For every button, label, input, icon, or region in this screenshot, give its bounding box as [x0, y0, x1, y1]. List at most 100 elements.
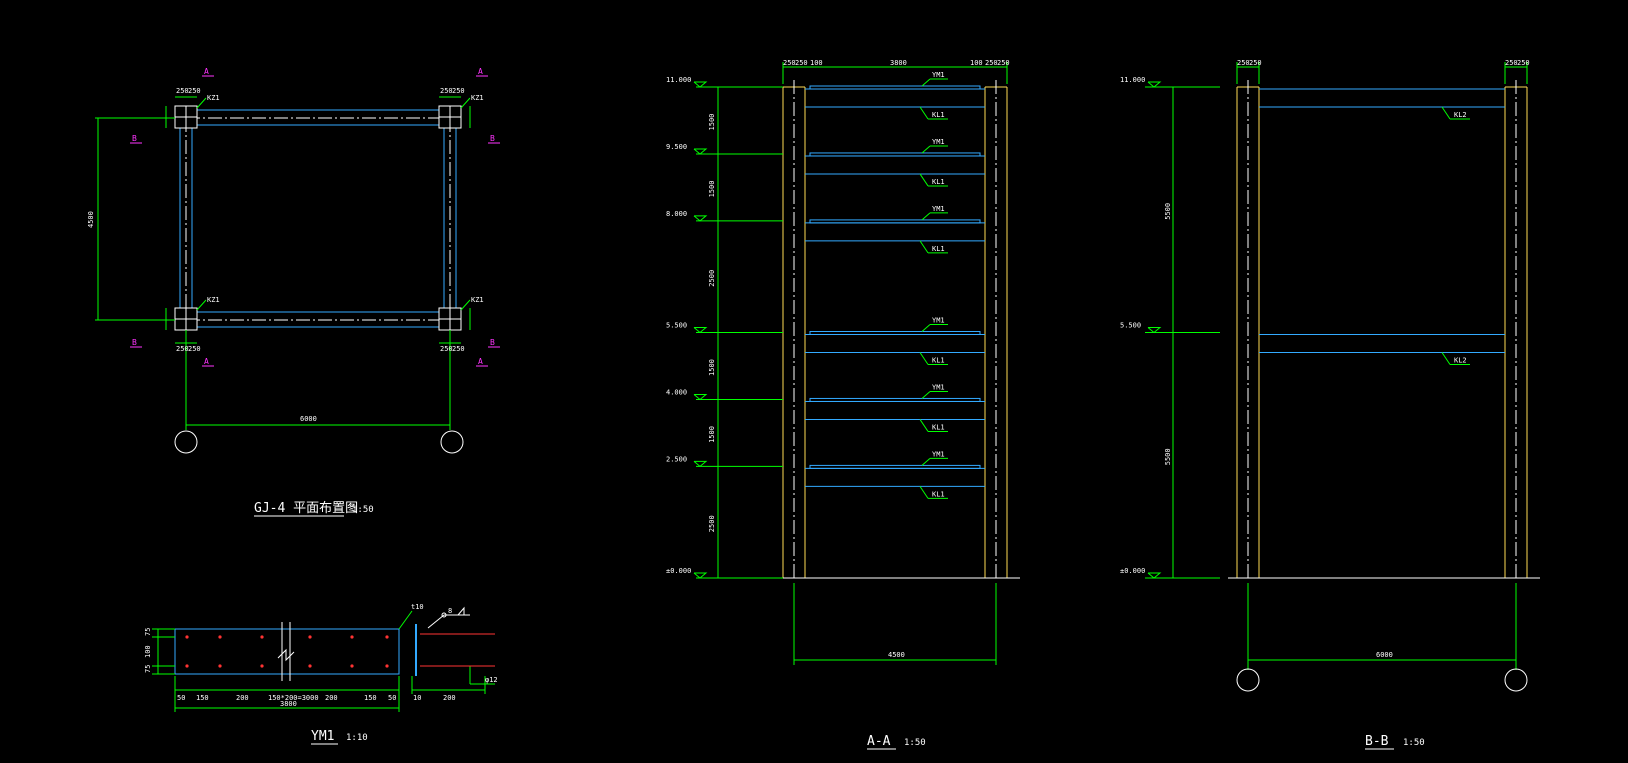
- section-mark-a-tr: A: [478, 67, 483, 76]
- level-triangle: [1147, 81, 1162, 88]
- plan-col-label-2: KZ1: [471, 94, 484, 102]
- plan-scale: 1:50: [352, 505, 374, 515]
- aa-dimensions: [717, 62, 1008, 665]
- spacing-dim: 2500: [708, 270, 716, 287]
- plan-view: A A A A B B B B 6000 4500 250 250 250 25…: [87, 67, 500, 517]
- level-triangle: [693, 460, 708, 468]
- level-triangle: [693, 81, 708, 88]
- beam-label: KL1: [932, 423, 945, 431]
- beam-leader: [919, 106, 929, 120]
- ym1-right-dim-2: 200: [443, 694, 456, 702]
- ym1-weld-label: 8: [448, 607, 452, 615]
- ym1-plate: [174, 628, 400, 675]
- spacing-dim: 2500: [708, 515, 716, 532]
- ym1-weld-symbol: [427, 606, 470, 629]
- embed-plate: [809, 219, 981, 224]
- plate-leader: [921, 324, 931, 332]
- plan-coldim-8: 250: [452, 345, 465, 353]
- ym1-dim-7: 50: [388, 694, 396, 702]
- beam-label: KL1: [932, 357, 945, 365]
- ym1-total-dim: 3800: [280, 700, 297, 708]
- aa-levels: 11.0009.5008.0005.5004.0002.500±0.000150…: [666, 76, 783, 579]
- beam-label: KL2: [1454, 111, 1467, 119]
- plate-label: YM1: [932, 450, 945, 458]
- ym1-plate-thk: t10: [411, 603, 424, 611]
- level-label: ±0.000: [666, 567, 691, 575]
- level-label: 2.500: [666, 455, 687, 463]
- level-label: 8.000: [666, 210, 687, 218]
- spacing-dim: 5500: [1164, 448, 1172, 465]
- bb-top-dim-3: 250: [1505, 59, 1518, 67]
- plate-label: YM1: [932, 138, 945, 146]
- ym1-dim-5: 200: [325, 694, 338, 702]
- bb-width-dim: 6000: [1376, 651, 1393, 659]
- aa-columns: [782, 86, 1008, 578]
- aa-top-dim-1: 250: [783, 59, 796, 67]
- plate-leader: [921, 212, 931, 221]
- plan-coldim-1: 250: [176, 87, 189, 95]
- beam-label: KL1: [932, 245, 945, 253]
- level-triangle: [1147, 327, 1162, 334]
- aa-axis-lines: [793, 80, 997, 580]
- bb-top-dims: 250 250 250 250: [1237, 59, 1530, 67]
- section-mark-a-bl: A: [204, 357, 209, 366]
- aa-title: A-A: [867, 734, 891, 749]
- ym1-dim-6: 150: [364, 694, 377, 702]
- spacing-dim: 1500: [708, 359, 716, 376]
- plan-col-label-3: KZ1: [207, 296, 220, 304]
- plan-axis-lines: [185, 117, 451, 321]
- ym1-side-dim-3: 75: [144, 665, 152, 673]
- level-triangle: [693, 148, 708, 155]
- level-label: 5.500: [666, 322, 687, 330]
- plate-leader: [921, 145, 931, 154]
- level-label: 9.500: [666, 143, 687, 151]
- section-mark-b-bl: B: [132, 338, 137, 347]
- plan-col-label-4: KZ1: [471, 296, 484, 304]
- plan-coldim-4: 250: [452, 87, 465, 95]
- plan-grid-bubbles: [174, 430, 464, 454]
- spacing-dim: 1500: [708, 114, 716, 131]
- ym1-dim-2: 150: [196, 694, 209, 702]
- plan-coldim-6: 250: [188, 345, 201, 353]
- plan-col-label-1: KZ1: [207, 94, 220, 102]
- beam-leader: [919, 352, 929, 365]
- beam-label: KL2: [1454, 357, 1467, 365]
- plan-height-dim: 4500: [87, 211, 95, 228]
- aa-top-dim-4: 3800: [890, 59, 907, 67]
- embed-plate: [809, 152, 981, 157]
- bb-scale: 1:50: [1403, 738, 1425, 748]
- ym1-side-dim-1: 75: [144, 628, 152, 636]
- plate-leader: [921, 458, 931, 466]
- section-mark-b-br: B: [490, 338, 495, 347]
- section-mark-b-tl: B: [132, 134, 137, 143]
- plate-leader: [921, 78, 931, 87]
- beam-leader: [919, 486, 929, 499]
- beam-leader: [1441, 106, 1451, 120]
- plan-coldim-5: 250: [176, 345, 189, 353]
- beam-leader: [919, 419, 929, 432]
- plan-width-dim: 6000: [300, 415, 317, 423]
- level-triangle: [693, 215, 708, 222]
- bb-dimensions: [1172, 62, 1528, 670]
- ym1-title: YM1: [311, 729, 334, 744]
- level-triangle: [1147, 572, 1162, 579]
- aa-top-dim-5: 100: [970, 59, 983, 67]
- spacing-dim: 1500: [708, 426, 716, 443]
- bb-top-dim-4: 250: [1517, 59, 1530, 67]
- bb-columns: [1236, 86, 1528, 578]
- level-triangle: [693, 327, 708, 334]
- ym1-scale: 1:10: [346, 733, 368, 743]
- plan-coldim-3: 250: [440, 87, 453, 95]
- level-label: 11.000: [1120, 76, 1145, 84]
- beam-leader: [1441, 352, 1451, 365]
- bb-title: B-B: [1365, 734, 1389, 749]
- ym1-detail: 50 150 200 150*200=3000 200 150 50 3800 …: [144, 603, 498, 745]
- plate-leader: [921, 391, 931, 399]
- level-label: 5.500: [1120, 322, 1141, 330]
- aa-top-dim-7: 250: [997, 59, 1010, 67]
- plate-label: YM1: [932, 71, 945, 79]
